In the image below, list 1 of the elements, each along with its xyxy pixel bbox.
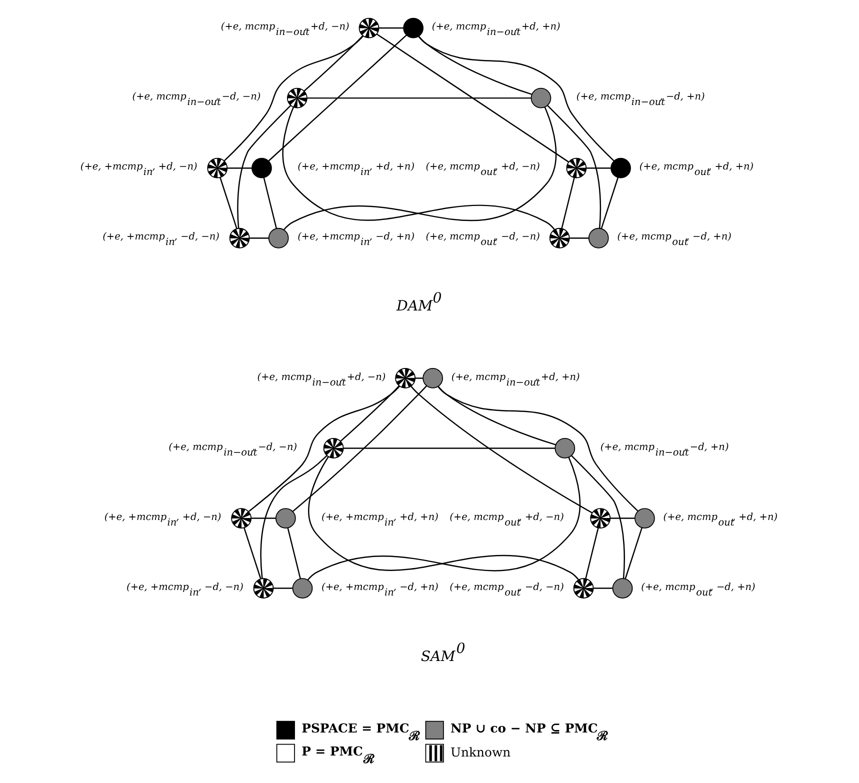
- legend-label: Unknown: [450, 744, 511, 760]
